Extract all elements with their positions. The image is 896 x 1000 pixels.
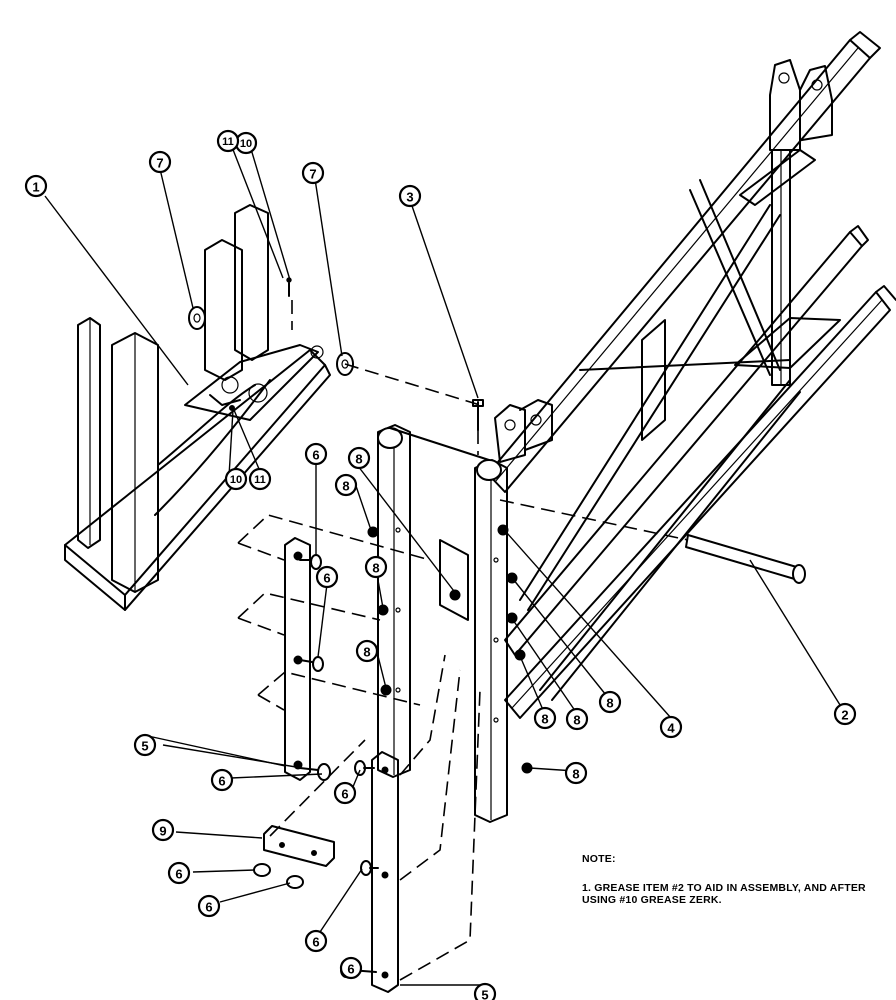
callout-8: 8 — [564, 761, 588, 785]
svg-text:8: 8 — [606, 696, 613, 711]
callout-10-bottom: 10 — [224, 467, 248, 491]
callout-6: 6 — [210, 768, 234, 792]
plate-item-9 — [253, 739, 366, 889]
svg-text:6: 6 — [312, 448, 319, 463]
svg-text:6: 6 — [205, 900, 212, 915]
svg-text:8: 8 — [342, 479, 349, 494]
callout-2: 2 — [833, 702, 857, 726]
strap-right-item-5 — [371, 654, 481, 993]
pin-item-2 — [499, 499, 806, 584]
callout-8: 8 — [565, 707, 589, 731]
svg-text:11: 11 — [222, 136, 234, 148]
callout-5-left: 5 — [133, 733, 157, 757]
svg-text:8: 8 — [363, 645, 370, 660]
callout-9: 9 — [151, 818, 175, 842]
callout-8: 8 — [347, 446, 371, 470]
svg-text:5: 5 — [481, 988, 488, 1000]
callout-6: 6 — [304, 929, 328, 953]
bolt-item-3 — [472, 399, 484, 455]
callout-6: 6 — [197, 894, 221, 918]
assembly-notes: NOTE: 1. GREASE ITEM #2 TO AID IN ASSEMB… — [582, 853, 892, 906]
svg-text:6: 6 — [312, 935, 319, 950]
callout-8: 8 — [352, 478, 359, 493]
svg-text:7: 7 — [156, 156, 163, 171]
svg-text:10: 10 — [230, 474, 242, 486]
bolts-item-6-left — [299, 554, 331, 781]
callout-8: 8 — [364, 555, 388, 579]
callout-8: 8 — [355, 639, 379, 663]
callouts: 1 2 3 4 5 5 6 6 6 6 6 6 6 6 7 7 8 8 8 8 … — [24, 129, 857, 1000]
callout-4: 4 — [659, 715, 683, 739]
callout-1: 1 — [24, 174, 48, 198]
svg-text:6: 6 — [218, 774, 225, 789]
callout-5-right: 5 — [473, 982, 497, 1000]
svg-text:11: 11 — [254, 474, 266, 486]
svg-text:8: 8 — [372, 561, 379, 576]
svg-text:6: 6 — [347, 962, 354, 977]
svg-text:3: 3 — [406, 190, 413, 205]
svg-text:9: 9 — [159, 824, 166, 839]
svg-text:8: 8 — [573, 713, 580, 728]
note-heading: NOTE: — [582, 853, 616, 865]
strap-left-item-5 — [237, 514, 431, 781]
callout-6: 6 — [333, 781, 357, 805]
svg-text:2: 2 — [841, 708, 848, 723]
callout-3: 3 — [398, 184, 422, 208]
callout-6: 6 — [167, 861, 191, 885]
boom-frame — [487, 31, 896, 719]
callout-7-left: 7 — [148, 150, 172, 174]
callout-11-bottom: 11 — [248, 467, 272, 491]
callout-8: 8 — [533, 706, 557, 730]
mount-plates — [377, 424, 508, 823]
note-item: 1. GREASE ITEM #2 TO AID IN ASSEMBLY, AN… — [582, 882, 866, 906]
callout-7-right: 7 — [301, 161, 325, 185]
callout-6: 6 — [304, 442, 328, 466]
callout-10-top: 10 — [234, 131, 258, 155]
svg-text:10: 10 — [240, 138, 252, 150]
svg-text:6: 6 — [175, 867, 182, 882]
nuts-item-8 — [367, 524, 533, 774]
svg-text:8: 8 — [541, 712, 548, 727]
callout-8: 8 — [334, 473, 358, 497]
callout-6: 6 — [315, 565, 339, 589]
svg-text:1: 1 — [32, 180, 39, 195]
callout-6: 6 — [339, 956, 363, 980]
svg-text:6: 6 — [323, 571, 330, 586]
carrier-bracket-item-1 — [64, 204, 331, 611]
leader-lines — [44, 146, 846, 986]
svg-text:8: 8 — [572, 767, 579, 782]
svg-text:7: 7 — [309, 167, 316, 182]
washers-item-7 — [188, 306, 354, 376]
svg-text:6: 6 — [341, 787, 348, 802]
callout-8: 8 — [598, 690, 622, 714]
svg-text:8: 8 — [355, 452, 362, 467]
callout-11-top: 11 — [216, 129, 240, 153]
svg-text:4: 4 — [667, 721, 675, 736]
svg-text:5: 5 — [141, 739, 148, 754]
